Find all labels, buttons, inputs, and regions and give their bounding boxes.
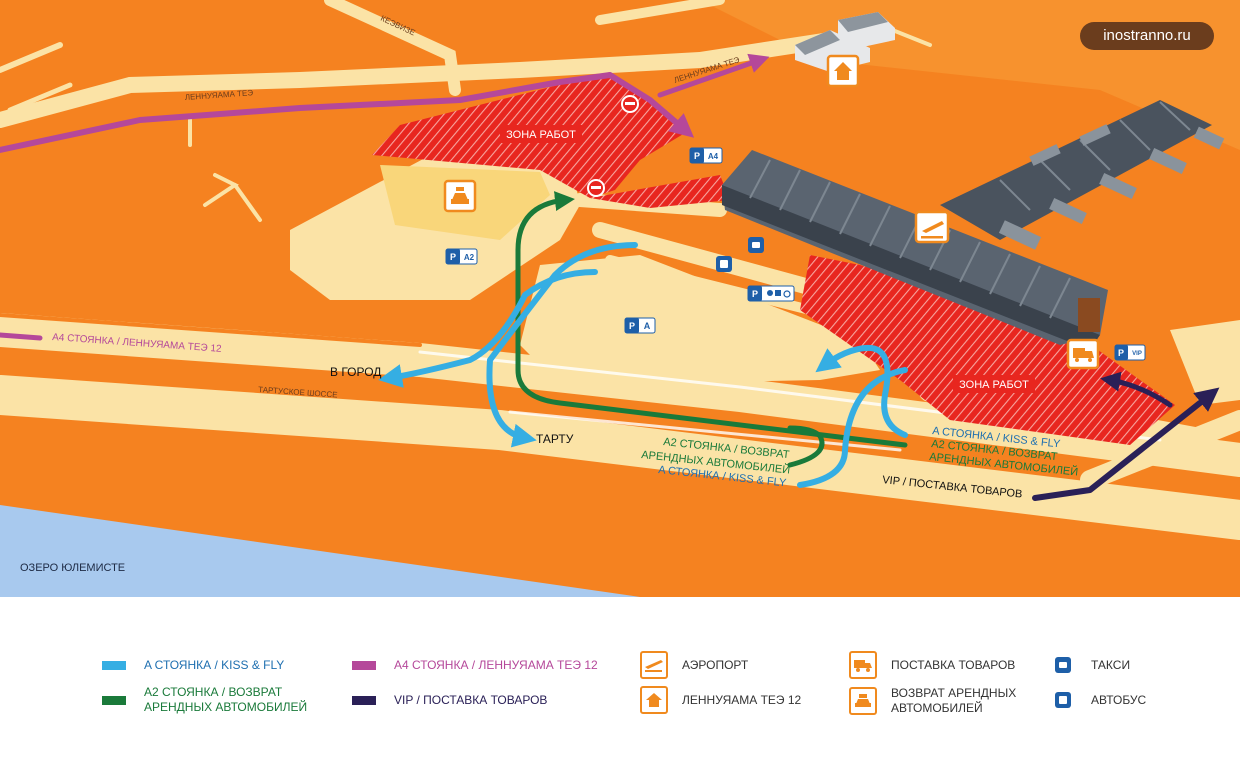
route-a-loop [797,367,908,488]
legend-bus: АВТОБУС [1055,692,1146,708]
area-east [1170,320,1240,405]
work-zone-label-bg [953,375,1035,393]
svg-text:P: P [694,151,700,161]
route-vip-branch [1100,371,1173,408]
parking-sign-kiss-fly: P [747,285,795,302]
airport-icon [914,210,950,244]
route-a-city [378,269,598,388]
work-zone-label: ЗОНА РАБОТ [506,129,576,141]
parking-sign-a4: P A4 [689,147,723,164]
legend-swatch-purple [352,661,376,670]
legend-swatch-blue [102,661,126,670]
legend-airport: АЭРОПОРТ [640,651,748,679]
legend-a4-route: A4 СТОЯНКА / ЛЕННУЯАМА ТЕЭ 12 [352,658,598,673]
svg-text:P: P [1118,348,1124,358]
legend-delivery: ПОСТАВКА ТОВАРОВ [849,651,1015,679]
svg-text:VIP: VIP [1132,351,1142,357]
legend-taxi: ТАКСИ [1055,657,1130,673]
map-canvas: ЗОНА РАБОТ ЗОНА РАБОТ КЕЭВИЗЕ ЛЕННУЯАМА … [0,0,1240,597]
legend-a-route: A СТОЯНКА / KISS & FLY [102,658,284,673]
no-entry-sign [621,95,639,113]
svg-text:P: P [450,252,456,262]
work-zone-label: ЗОНА РАБОТ [959,379,1029,391]
taxi-icon [748,237,764,253]
bus-icon [1055,692,1071,708]
delivery-truck-icon [1066,338,1100,370]
house-icon [640,686,668,714]
legend-lennujaama: ЛЕННУЯАМА ТЕЭ 12 [640,686,801,714]
svg-text:P: P [629,321,635,331]
legend-swatch-green [102,695,126,705]
legend-swatch-navy [352,696,376,705]
parking-sign-a2: P A2 [445,248,478,265]
route-label-tartu: ТАРТУ [536,432,574,446]
car-rental-icon [849,687,877,715]
lake [0,505,640,597]
no-entry-sign [587,179,605,197]
bus-icon [716,256,732,272]
taxi-icon [1055,657,1071,673]
brand-badge[interactable]: inostranno.ru [1080,22,1214,50]
area-a [520,255,880,385]
route-a-tartu [486,242,638,448]
svg-text:A2: A2 [464,253,475,262]
route-label-to-city: В ГОРОД [330,365,381,379]
work-zone-north-strip [590,175,730,208]
lennujaama-buildings [795,12,895,72]
svg-text:A4: A4 [708,152,719,161]
work-zone-south [800,255,1175,445]
house-icon [826,54,860,88]
route-a-in [815,344,908,438]
delivery-truck-icon [849,651,877,679]
svg-text:A: A [644,321,651,331]
work-zone-label-bg [500,125,582,143]
airport-icon [640,651,668,679]
route-a4-south [0,332,43,341]
map-legend: A СТОЯНКА / KISS & FLY A2 СТОЯНКА / ВОЗВ… [0,597,1240,778]
parking-sign-a: P A [624,317,656,334]
legend-vip-route: VIP / ПОСТАВКА ТОВАРОВ [352,693,547,708]
terminal-building [722,100,1225,350]
airport-map: ЗОНА РАБОТ ЗОНА РАБОТ КЕЭВИЗЕ ЛЕННУЯАМА … [0,0,1240,597]
car-rental-icon [443,179,477,213]
route-a2-loop [787,425,825,468]
route-vip [1032,387,1220,501]
parking-sign-vip: P VIP [1114,344,1146,361]
svg-text:P: P [752,289,758,299]
lake-label: ОЗЕРО ЮЛЕМИСТЕ [20,562,125,574]
route-a4-exit [657,53,770,98]
route-a4 [0,72,695,153]
